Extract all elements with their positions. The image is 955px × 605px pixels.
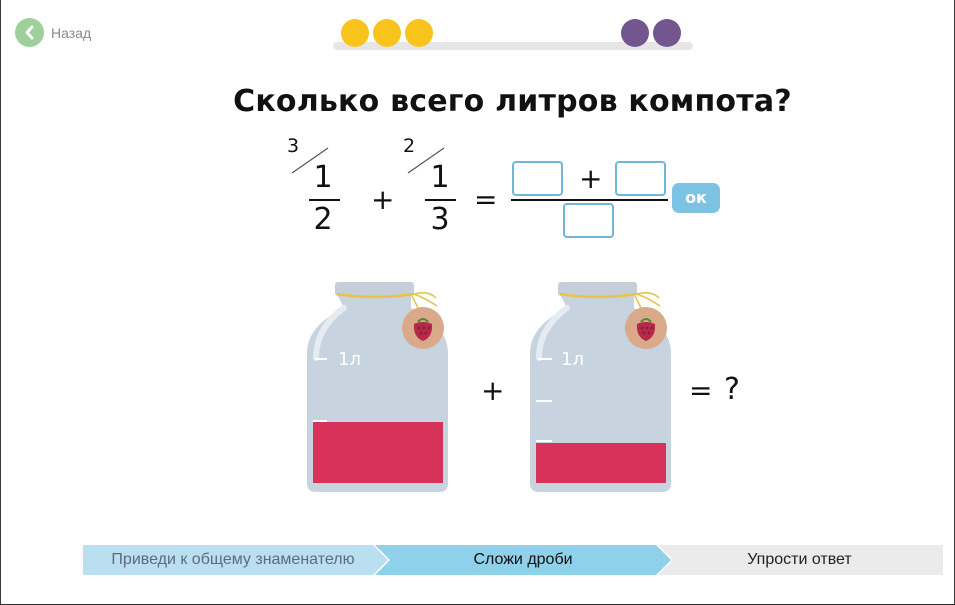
ok-button[interactable]: ок	[672, 183, 720, 213]
progress-dot-done	[373, 19, 401, 47]
step-common-denominator: Приведи к общему знаменателю	[111, 551, 355, 568]
jar-right-mark-label: 1л	[561, 349, 584, 370]
progress-dot-remaining	[653, 19, 681, 47]
fraction-a-multiplier: 3	[287, 135, 300, 157]
plus-sign: +	[371, 183, 395, 216]
answer-numerator-right-input[interactable]	[615, 161, 666, 196]
jar-left-mark-label: 1л	[338, 349, 361, 370]
back-label: Назад	[51, 24, 92, 41]
chevron-left-icon	[15, 18, 44, 47]
jar-right-liquid	[536, 443, 666, 483]
step-pending-bg	[658, 545, 943, 575]
progress-dot-remaining	[621, 19, 649, 47]
progress-track	[333, 42, 693, 50]
fraction-b-line	[425, 199, 456, 201]
jars-plus-sign: +	[481, 374, 505, 407]
progress-dot-done	[405, 19, 433, 47]
step-bar: Приведи к общему знаменателю Сложи дроби…	[83, 545, 943, 575]
progress-dot-done	[341, 19, 369, 47]
jars-equals-sign: =	[689, 374, 713, 407]
raspberry-icon	[413, 318, 433, 341]
jar-left	[307, 282, 448, 492]
jar-left-liquid	[313, 422, 443, 483]
raspberry-icon	[636, 318, 656, 341]
question-title: Сколько всего литров компота?	[233, 84, 792, 119]
answer-plus-sign: +	[579, 162, 603, 195]
step-done-bg	[83, 545, 388, 575]
equals-sign: =	[474, 183, 498, 216]
step-active-bg	[375, 545, 671, 575]
multiplier-slash-b	[407, 147, 445, 174]
answer-denominator-input[interactable]	[563, 203, 614, 238]
answer-fraction-line	[511, 199, 668, 201]
answer-numerator-left-input[interactable]	[512, 161, 563, 196]
jars-question-mark: ?	[724, 372, 740, 407]
fraction-a-line	[309, 199, 340, 201]
fraction-b-denominator: 3	[430, 202, 450, 237]
jar-right	[530, 282, 671, 492]
step-simplify-answer: Упрости ответ	[747, 551, 852, 568]
back-button[interactable]: Назад	[15, 18, 91, 47]
multiplier-slash-a	[291, 147, 329, 174]
fraction-b-multiplier: 2	[403, 135, 416, 157]
fraction-a-numerator: 1	[313, 160, 333, 195]
step-add-fractions: Сложи дроби	[473, 551, 573, 568]
fraction-a-denominator: 2	[313, 202, 333, 237]
fraction-b-numerator: 1	[430, 160, 450, 195]
